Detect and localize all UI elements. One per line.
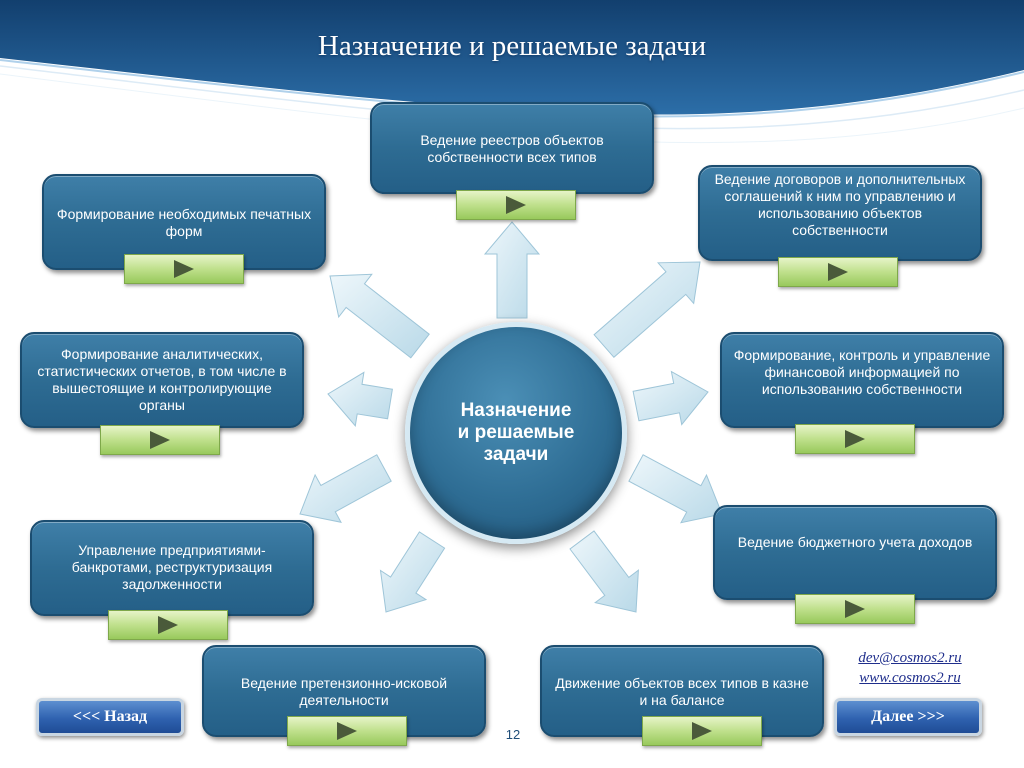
task-budget: Ведение бюджетного учета доходов — [713, 505, 997, 600]
task-claims-play-button[interactable] — [287, 716, 407, 746]
task-contracts: Ведение договоров и дополнительных согла… — [698, 165, 982, 261]
arrow-down — [569, 530, 639, 613]
task-budget-play-button[interactable] — [795, 594, 915, 624]
slide-title: Назначение и решаемые задачи — [317, 30, 707, 62]
task-reports-label: Формирование аналитических, статистическ… — [37, 346, 287, 413]
task-print-forms: Формирование необходимых печатных форм — [42, 174, 326, 270]
play-icon — [150, 431, 170, 449]
task-registry: Ведение реестров объектов собственности … — [370, 102, 654, 194]
back-button[interactable]: <<< Назад — [36, 698, 184, 736]
task-bankrupt-play-button[interactable] — [108, 610, 228, 640]
task-finance-label: Формирование, контроль и управление фина… — [733, 347, 991, 397]
page-number: 12 — [505, 727, 521, 742]
arrow-left-low — [299, 454, 392, 524]
arrow-down-right — [628, 454, 723, 524]
play-icon — [174, 260, 194, 278]
task-movement-label: Движение объектов всех типов в казне и н… — [555, 675, 809, 708]
play-icon — [337, 722, 357, 740]
center-hub: Назначение и решаемые задачи — [405, 322, 627, 544]
task-reports-play-button[interactable] — [100, 425, 220, 455]
arrow-up — [483, 221, 541, 319]
task-claims-label: Ведение претензионно-исковой деятельност… — [240, 675, 448, 708]
task-contracts-play-button[interactable] — [778, 257, 898, 287]
website-link[interactable]: www.cosmos2.ru — [859, 670, 961, 686]
arrow-up-left — [329, 273, 430, 359]
task-print-forms-play-button[interactable] — [124, 254, 244, 284]
arrow-up-right — [593, 261, 701, 359]
task-finance-play-button[interactable] — [795, 424, 915, 454]
email-link[interactable]: dev@cosmos2.ru — [858, 650, 962, 666]
arrow-right — [632, 370, 709, 426]
play-icon — [828, 263, 848, 281]
task-reports: Формирование аналитических, статистическ… — [20, 332, 304, 428]
play-icon — [845, 430, 865, 448]
play-icon — [845, 600, 865, 618]
arrow-down-left — [379, 531, 446, 613]
play-icon — [506, 196, 526, 214]
task-contracts-label: Ведение договоров и дополнительных согла… — [714, 171, 966, 238]
arrow-left — [327, 371, 393, 427]
task-print-forms-label: Формирование необходимых печатных форм — [56, 206, 312, 239]
task-registry-play-button[interactable] — [456, 190, 576, 220]
task-bankrupt: Управление предприятиями-банкротами, рес… — [30, 520, 314, 616]
play-icon — [692, 722, 712, 740]
center-hub-label: Назначение и решаемые задачи — [457, 400, 575, 465]
task-registry-label: Ведение реестров объектов собственности … — [420, 132, 604, 165]
task-movement-play-button[interactable] — [642, 716, 762, 746]
play-icon — [158, 616, 178, 634]
next-button[interactable]: Далее >>> — [834, 698, 982, 736]
task-bankrupt-label: Управление предприятиями-банкротами, рес… — [71, 542, 273, 592]
task-finance: Формирование, контроль и управление фина… — [720, 332, 1004, 428]
task-budget-label: Ведение бюджетного учета доходов — [737, 534, 973, 550]
